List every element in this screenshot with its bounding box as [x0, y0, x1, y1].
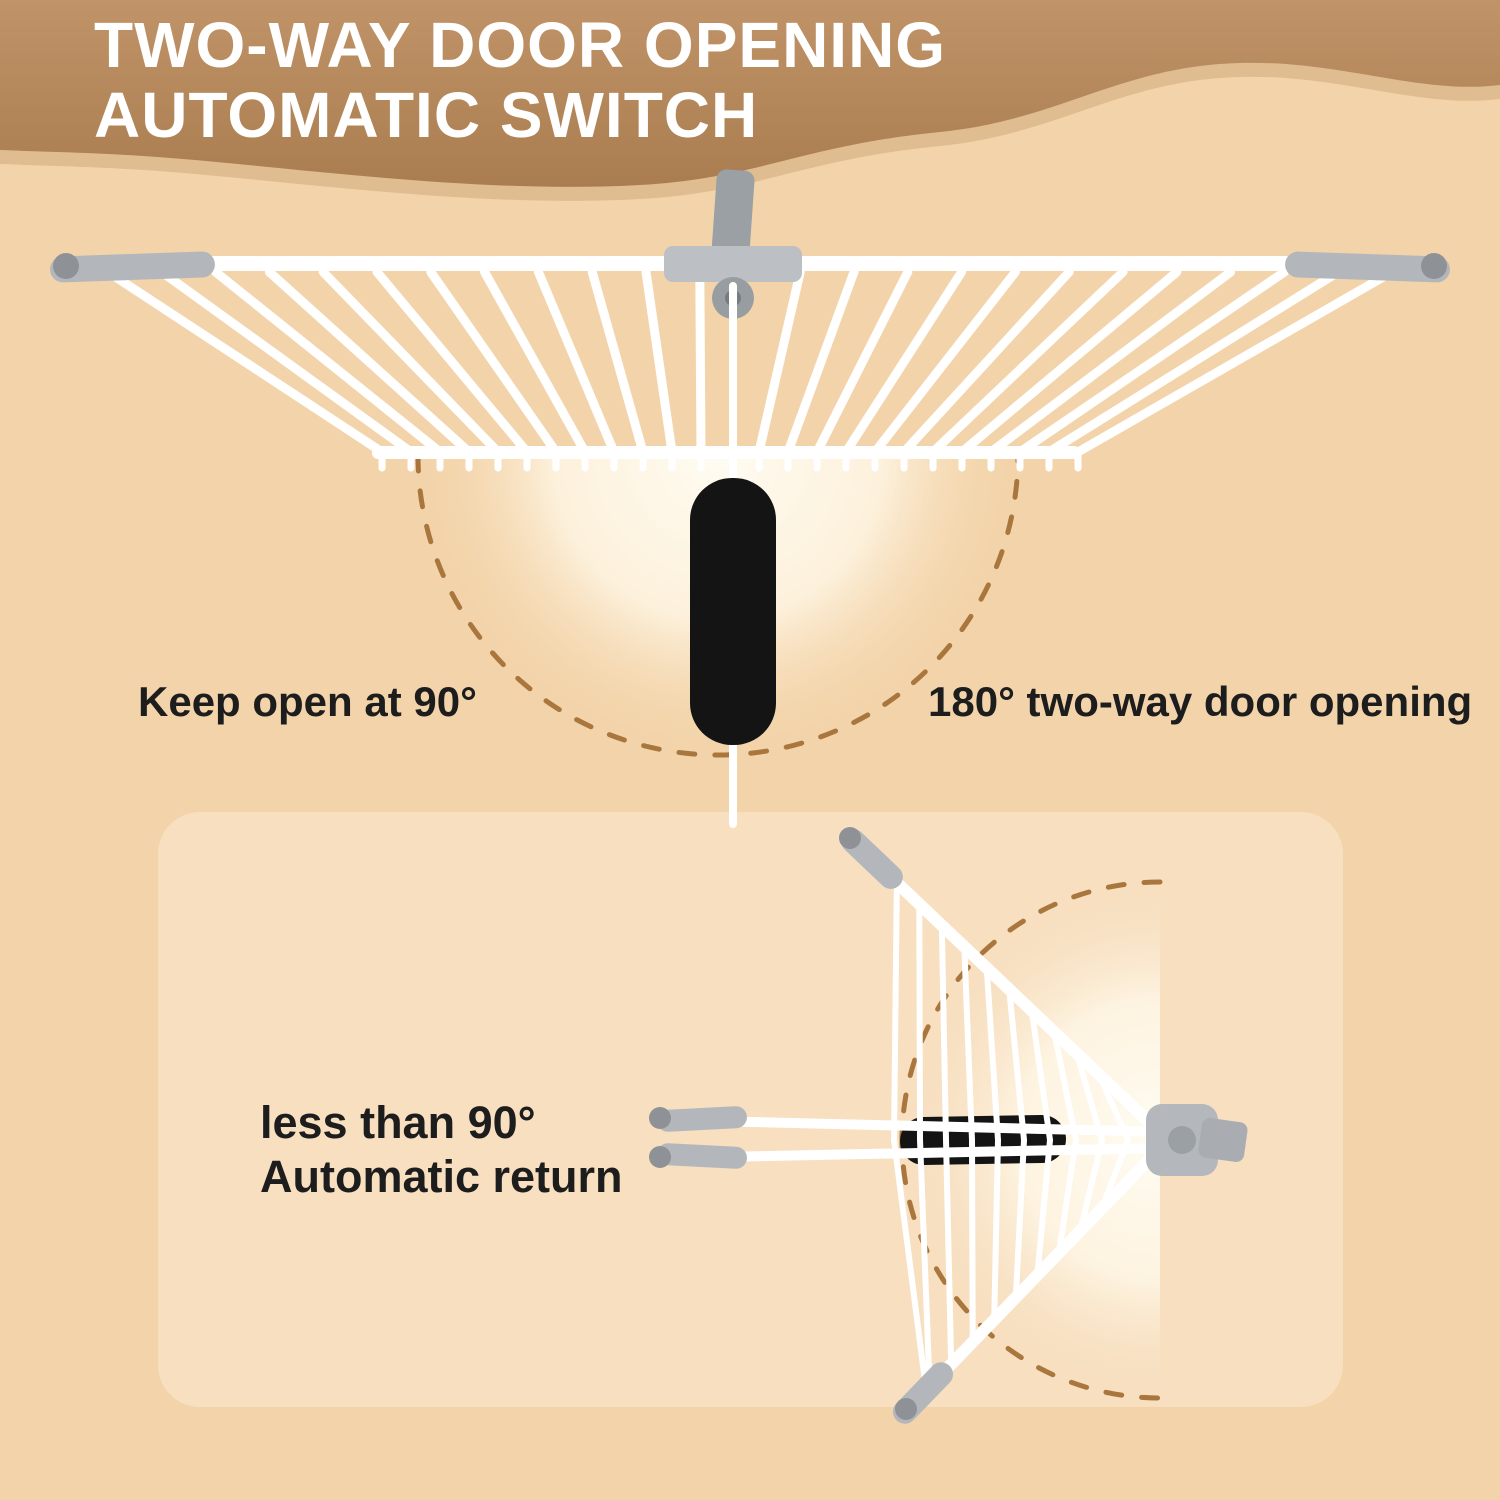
gate-bar	[695, 267, 706, 457]
gate-fan-bars	[103, 267, 1397, 472]
gate-bar	[103, 267, 387, 457]
gate-outer-rail	[866, 853, 1174, 1146]
gate-bar	[812, 267, 913, 457]
v-lower-cap-tip	[895, 1398, 917, 1420]
gate-bar	[1034, 1137, 1053, 1279]
gate-bar	[480, 267, 590, 457]
gate-bar	[1051, 1028, 1079, 1143]
page-title-line1: TWO-WAY DOOR OPENING	[94, 9, 947, 81]
folded-cap-tip-upper	[649, 1107, 671, 1129]
swing-arc-180	[415, 452, 1021, 758]
folded-rail-lower-cap	[657, 1143, 747, 1169]
gate-bar	[426, 267, 561, 457]
gate-bar	[318, 267, 503, 457]
gate-bar	[841, 267, 967, 457]
gate-bar	[211, 267, 445, 457]
label-auto-return: less than 90° Automatic return	[260, 1096, 623, 1204]
gate-bar	[587, 267, 648, 457]
gate-bar	[969, 1137, 976, 1346]
gate-left-end-cap	[50, 251, 215, 283]
gate-open-top-view	[50, 169, 1450, 828]
label-two-way: 180° two-way door opening	[928, 678, 1473, 725]
gate-bar	[899, 267, 1074, 457]
gate-bar	[938, 922, 949, 1143]
gate-bar	[1015, 267, 1289, 457]
gate-bar	[1073, 1050, 1105, 1143]
gate-bar	[372, 267, 532, 457]
gate-bar	[891, 879, 900, 1143]
gate-bar	[533, 267, 619, 457]
gate-bar	[957, 267, 1182, 457]
hinge-knob	[711, 169, 755, 263]
gate-bar	[1012, 1137, 1027, 1301]
gate-bar	[1028, 1007, 1053, 1143]
gate-right-cap-tip	[1421, 253, 1447, 279]
folded-cap-tip-lower	[649, 1146, 671, 1168]
page-title: TWO-WAY DOOR OPENING AUTOMATIC SWITCH	[94, 10, 946, 150]
page-title-line2: AUTOMATIC SWITCH	[94, 79, 759, 151]
header-wave	[0, 0, 1500, 201]
folded-rail-upper-cap	[657, 1106, 747, 1132]
label-auto-return-line2: Automatic return	[260, 1151, 623, 1202]
v-upper-cap-tip	[839, 827, 861, 849]
gate-outer-rail	[917, 1134, 1174, 1400]
gate-bar	[157, 267, 416, 457]
gate-bar	[264, 267, 474, 457]
gate-bar	[1077, 1137, 1105, 1234]
gate-bar	[754, 267, 805, 457]
gate-bar	[783, 267, 859, 457]
gate-folded-top-view	[649, 827, 1248, 1424]
gate-bar	[917, 1137, 933, 1390]
gate-bar	[891, 1137, 930, 1394]
door-handle	[690, 478, 776, 745]
gate-bar	[916, 901, 923, 1143]
gate-bar	[1073, 267, 1397, 457]
gate-bar	[961, 943, 975, 1143]
gate-bar	[870, 267, 1020, 457]
hinge-bracket	[664, 246, 802, 282]
gate-bar	[928, 267, 1128, 457]
gate-right-end-cap	[1285, 251, 1450, 283]
gate-bar	[986, 267, 1236, 457]
gate-bar	[943, 1137, 955, 1368]
header-wave-band	[0, 0, 1500, 187]
gate-bar	[983, 965, 1001, 1143]
gate-bar	[1006, 986, 1027, 1143]
gate-bar	[991, 1137, 1001, 1323]
vertex-pivot	[1168, 1126, 1196, 1154]
gate-bar	[1044, 267, 1343, 457]
gate-left-cap-tip	[53, 253, 79, 279]
vertex-hinge-arm	[1198, 1118, 1248, 1162]
gate-bar	[641, 267, 677, 457]
gate-bottom-rail	[372, 446, 1080, 459]
label-keep-open: Keep open at 90°	[138, 678, 477, 725]
gate-bar	[1055, 1137, 1079, 1256]
label-auto-return-line1: less than 90°	[260, 1097, 536, 1148]
folded-fan-bars	[866, 853, 1174, 1400]
